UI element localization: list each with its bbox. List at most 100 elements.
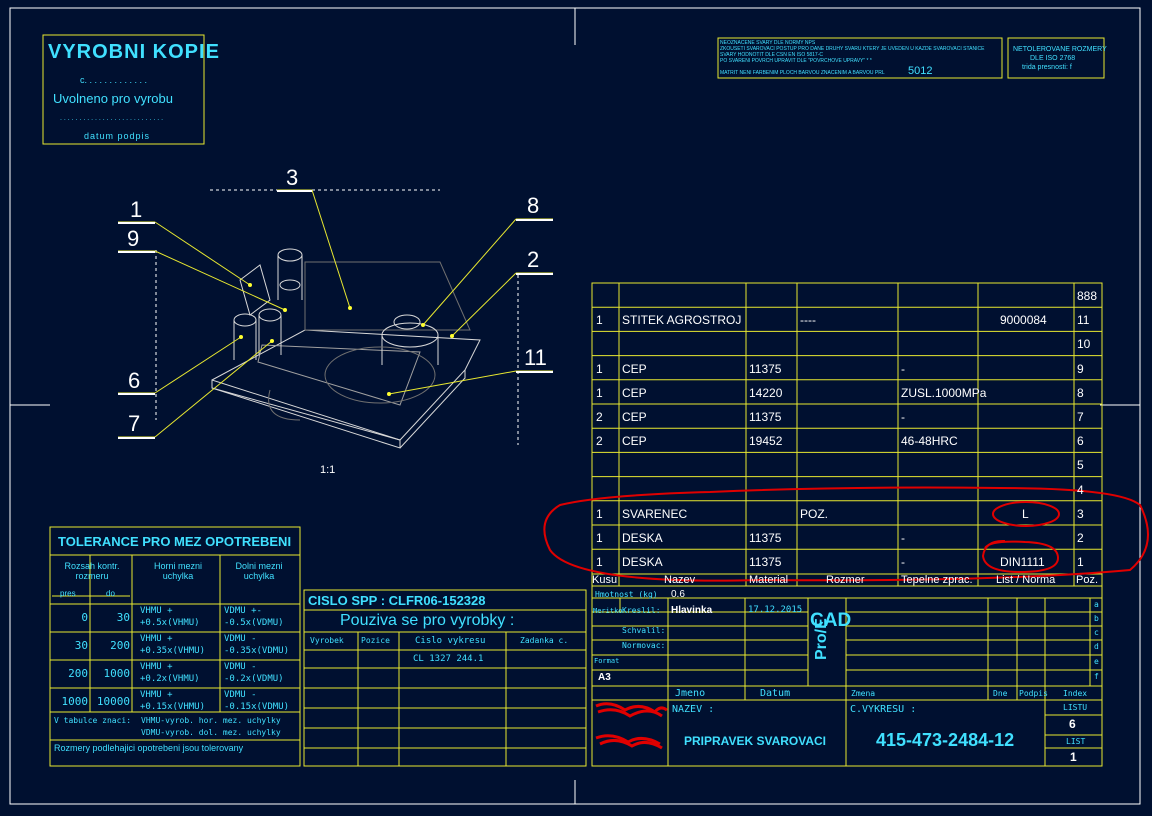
bom-cell-pos: 1 <box>1077 555 1084 570</box>
spp-h-position: Pozice <box>361 636 390 645</box>
bom-cell-pos: 7 <box>1077 410 1084 424</box>
bom-cell-name: CEP <box>622 385 647 400</box>
tol-cell-upper1: VHMU + <box>140 606 173 616</box>
tol-h1: Rozsah kontr. rozmeru <box>64 561 120 581</box>
callout-9: 9 <box>127 226 140 251</box>
notes-line5: MATRIT NENI FARBENIM PLOCH BARVOU ZNACEN… <box>720 70 885 76</box>
bom-cell-pos: 4 <box>1077 482 1084 497</box>
red-markup <box>543 486 1149 582</box>
stamp-released: Uvolneno pro vyrobu <box>53 91 173 106</box>
notes-line3: SVARY HODNOTIT DLE CSN EN ISO 5817-C <box>720 52 823 58</box>
spp-title: CISLO SPP : CLFR06-152328 <box>308 593 486 608</box>
bom-cell-dim: POZ. <box>800 506 829 521</box>
bom-cell-heat: ZUSL.1000MPa <box>901 385 987 400</box>
tol-cell-upper2: +0.5x(VHMU) <box>140 618 200 628</box>
bom-header-name: Nazev <box>664 574 696 586</box>
col-sign: Podpis <box>1019 689 1048 698</box>
tol-cell-lower2: -0.15x(VDMU) <box>224 702 290 712</box>
bom-cell-name: CEP <box>622 434 647 449</box>
bom-cell-heat: - <box>901 555 905 570</box>
tol-cell-lower1: VDMU - <box>224 634 257 644</box>
bom-cell-heat: 46-48HRC <box>901 434 958 449</box>
tol-cell-from: 30 <box>74 639 88 652</box>
tol-h3: Dolni mezni uchylka <box>235 561 283 581</box>
cad-label: CAD <box>810 610 852 631</box>
spp-h-product: Vyrobek <box>310 636 344 645</box>
tol-cell-lower2: -0.5x(VDMU) <box>224 618 284 628</box>
bom-cell-qty: 2 <box>596 410 603 424</box>
index-mark: e <box>1094 657 1099 666</box>
bom-cell-name: DESKA <box>622 555 663 570</box>
tol-title: TOLERANCE PRO MEZ OPOTREBENI <box>58 534 292 549</box>
bom-header-dim: Rozmer <box>826 574 865 586</box>
sheets-label: LISTU <box>1063 703 1088 712</box>
checked-label: Schvalil: <box>622 626 666 635</box>
col-dne: Dne <box>993 689 1008 698</box>
drawn-date: 17.12.2015 <box>748 605 803 615</box>
drawn-by: Hlavinka <box>671 605 713 616</box>
tol-cell-from: 0 <box>81 611 88 624</box>
bom-header-pos: Poz. <box>1076 574 1099 586</box>
bom-cell-heat: - <box>901 410 905 424</box>
stamp-number: c. . . . . . . . . . . . . <box>80 75 148 85</box>
drawn-label: Kreslil: <box>622 606 661 615</box>
drawing-number: 415-473-2484-12 <box>876 730 1015 750</box>
bom-cell-pos: 8 <box>1077 385 1084 400</box>
callout-8: 8 <box>527 193 540 218</box>
mass-value: 0.6 <box>671 589 685 600</box>
notes-line4: PO SVARENI POVRCH UPRAVIT DLE "POVRCHOVE… <box>720 58 872 64</box>
drawing-label: C.VYKRESU : <box>850 704 917 715</box>
tol-note-line1: NETOLEROVANE ROZMERY <box>1013 46 1107 53</box>
index-mark: d <box>1094 642 1099 651</box>
bom-cell-qty: 1 <box>596 506 603 521</box>
notes-line2: ZKOUSETI SVAROVACI POSTUP PRO DANE DRUHY… <box>720 46 985 52</box>
stamp-title: VYROBNI KOPIE <box>48 41 220 63</box>
bom-cell-pos: 888 <box>1077 289 1098 303</box>
callout-1: 1 <box>130 197 143 222</box>
bom-cell-material: 19452 <box>749 434 783 449</box>
spp-h-request: Zadanka c. <box>520 636 569 645</box>
bom-cell-name: STITEK AGROSTROJ <box>622 313 742 328</box>
stamp-date-sign: datum podpis <box>84 131 151 141</box>
bom-cell-qty: 1 <box>596 385 603 400</box>
tol-legend1: VHMU-vyrob. hor. mez. uchylky <box>141 716 281 725</box>
tol-note-line3: trida presnosti: f <box>1022 64 1072 71</box>
bom-cell-qty: 1 <box>596 361 603 376</box>
tol-cell-lower1: VDMU - <box>224 662 257 672</box>
bom-cell-norm: 9000084 <box>1000 313 1047 328</box>
index-mark: b <box>1094 614 1099 623</box>
bom-header-heat: Tepelne zprac. <box>901 574 973 586</box>
bom-cell-name: CEP <box>622 361 647 376</box>
norm-label: Normovac: <box>622 641 666 650</box>
bom-header-qty: Kusu <box>592 574 618 586</box>
bom-cell-pos: 9 <box>1077 361 1084 376</box>
index-mark: a <box>1094 600 1099 609</box>
tol-h1a: pres <box>60 589 76 598</box>
bom-cell-material: 14220 <box>749 385 783 400</box>
callout-2: 2 <box>527 247 540 272</box>
tol-cell-to: 30 <box>116 611 130 624</box>
bom-cell-material: 11375 <box>749 361 782 376</box>
bom-cell-dim: ---- <box>800 313 816 328</box>
callout-7: 7 <box>128 411 141 436</box>
index-mark: f <box>1094 672 1099 681</box>
tol-cell-upper1: VHMU + <box>140 634 173 644</box>
bom-header-norm: List / Norma <box>996 574 1056 586</box>
bom-cell-norm: L <box>1022 506 1029 521</box>
tol-cell-upper2: +0.2x(VHMU) <box>140 674 200 684</box>
tol-cell-upper1: VHMU + <box>140 690 173 700</box>
sheet-frame <box>9 7 1141 805</box>
tol-h2: Horni mezni uchylka <box>153 561 202 581</box>
tol-note-line2: DLE ISO 2768 <box>1030 55 1076 62</box>
part-name: PRIPRAVEK SVAROVACI <box>684 734 827 748</box>
callout-11: 11 <box>524 345 547 370</box>
tol-cell-from: 1000 <box>61 695 89 708</box>
tol-cell-lower1: VDMU - <box>224 690 257 700</box>
sheets-value: 6 <box>1069 717 1076 731</box>
stamp-dots: . . . . . . . . . . . . . . . . . . . . … <box>60 115 164 122</box>
bom-cell-qty: 2 <box>596 434 603 449</box>
mass-label: Hmotnost (kg) <box>595 590 658 599</box>
notes-line1: NEOZNACENE SVARY DLE NORMY NPS <box>720 40 816 46</box>
bom-cell-material: 11375 <box>749 531 782 545</box>
bom-cell-pos: 2 <box>1077 531 1084 545</box>
